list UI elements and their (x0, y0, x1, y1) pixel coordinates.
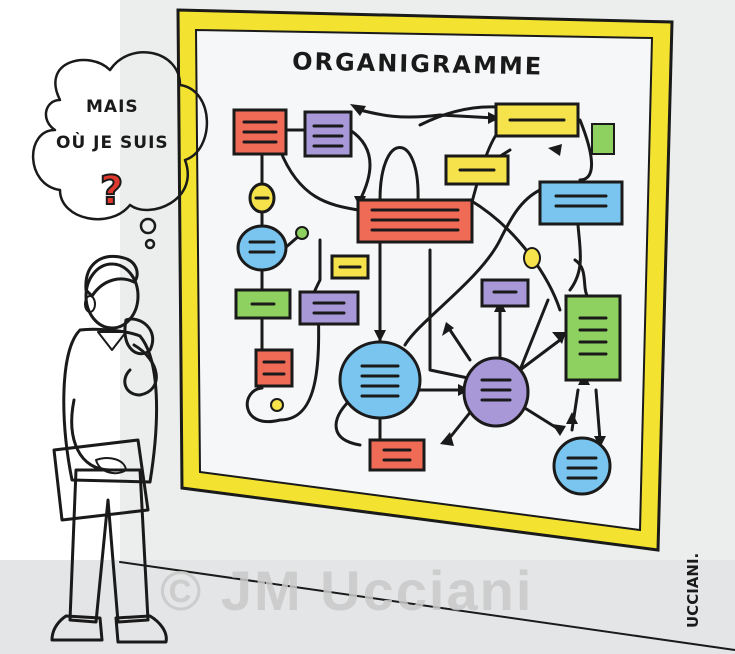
org-box-green-tall (564, 294, 622, 382)
org-circle-blue-large (338, 340, 422, 420)
org-circle-purple (462, 356, 530, 428)
connector-lines (245, 105, 602, 447)
question-mark-icon: ? (100, 168, 123, 214)
org-boxes (232, 102, 624, 496)
board-title: ORGANIGRAMME (292, 47, 544, 80)
man-figure-icon (50, 254, 168, 644)
thought-bubble-icon (31, 51, 209, 250)
bubble-line-1: MAIS (86, 97, 139, 117)
org-box-purple (303, 110, 353, 158)
watermark: © JM Ucciani (160, 559, 533, 622)
bubble-line-2: OÙ JE SUIS (56, 131, 169, 153)
artist-signature: UCCIANI. (684, 553, 702, 628)
